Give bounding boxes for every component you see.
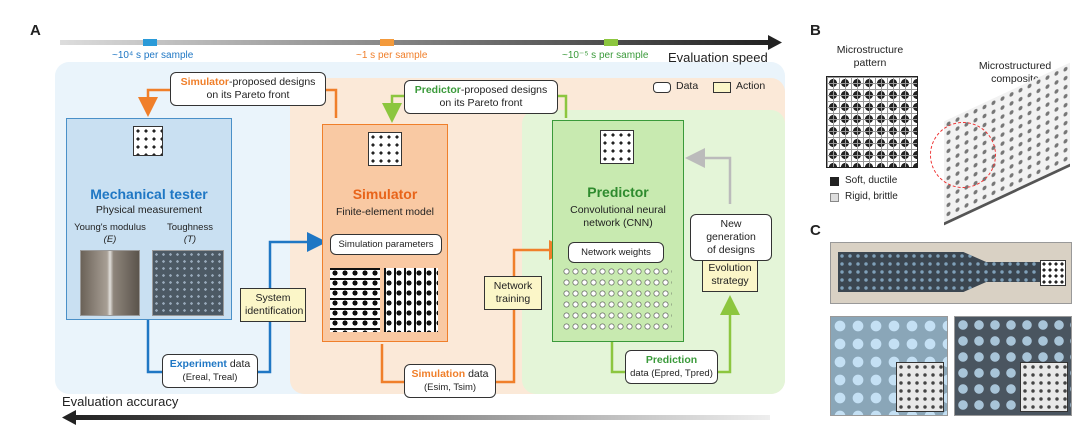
accuracy-bar <box>74 415 770 420</box>
network-weights-box: Network weights <box>568 242 664 263</box>
tester-speed: ~10⁴ s per sample <box>112 50 194 61</box>
composite-label-1: Microstructured <box>978 60 1052 72</box>
experiment-data-box: Experiment data (Ereal, Treal) <box>162 354 258 388</box>
simulator-title: Simulator <box>352 186 418 202</box>
panel-label-c: C <box>810 222 821 239</box>
predictor-title: Predictor <box>587 184 649 200</box>
legend-action-label: Action <box>736 80 766 92</box>
simulation-data-box: Simulation data (Esim, Tsim) <box>404 364 496 398</box>
predictor-subtitle-1: Convolutional neural <box>570 204 666 216</box>
speed-label: Evaluation speed <box>668 50 768 65</box>
modulus-symbol: (E) <box>103 234 117 245</box>
modulus-test-photo <box>80 250 140 316</box>
fem-mesh-2 <box>384 268 438 332</box>
prediction-data-box: Prediction data (Epred, Tpred) <box>625 350 718 384</box>
modulus-label: Young's modulus <box>74 222 146 233</box>
tester-subtitle: Physical measurement <box>95 204 203 216</box>
pattern-label-1: Microstructure <box>836 44 904 56</box>
predictor-speed: ~10⁻⁵ s per sample <box>562 50 649 61</box>
zoom-circle <box>930 122 996 188</box>
accuracy-label: Evaluation accuracy <box>62 394 179 409</box>
micrograph-left-inset <box>896 362 944 412</box>
simulation-params-box: Simulation parameters <box>330 234 442 255</box>
rigid-label: Rigid, brittle <box>845 191 898 202</box>
cnn-diagram <box>562 266 672 332</box>
toughness-symbol: (T) <box>183 234 197 245</box>
speed-bar <box>60 40 770 45</box>
soft-label: Soft, ductile <box>845 175 898 186</box>
predictor-subtitle-2: network (CNN) <box>583 217 653 229</box>
sim-proposed-box: Simulator-proposed designs on its Pareto… <box>170 72 326 106</box>
tester-title: Mechanical tester <box>90 186 208 202</box>
panel-label-a: A <box>30 22 41 39</box>
pattern-label-2: pattern <box>853 57 887 69</box>
legend-action-swatch <box>713 82 731 93</box>
soft-swatch <box>830 177 839 186</box>
toughness-test-photo <box>152 250 224 316</box>
simulator-subtitle: Finite-element model <box>335 206 435 218</box>
predictor-pattern <box>600 130 634 164</box>
pred-proposed-box: Predictor-proposed designs on its Pareto… <box>404 80 558 114</box>
simulator-speed: ~1 s per sample <box>356 50 428 61</box>
fem-mesh-1 <box>330 268 380 332</box>
simulator-pattern <box>368 132 402 166</box>
panel-label-b: B <box>810 22 821 39</box>
toughness-label: Toughness <box>167 222 213 233</box>
legend-data-label: Data <box>676 80 699 92</box>
specimen-inset <box>1040 260 1066 286</box>
rigid-swatch <box>830 193 839 202</box>
microstructure-pattern <box>826 76 918 168</box>
micrograph-right-inset <box>1020 362 1068 412</box>
legend-data-swatch <box>653 82 671 93</box>
tester-pattern <box>133 126 163 156</box>
